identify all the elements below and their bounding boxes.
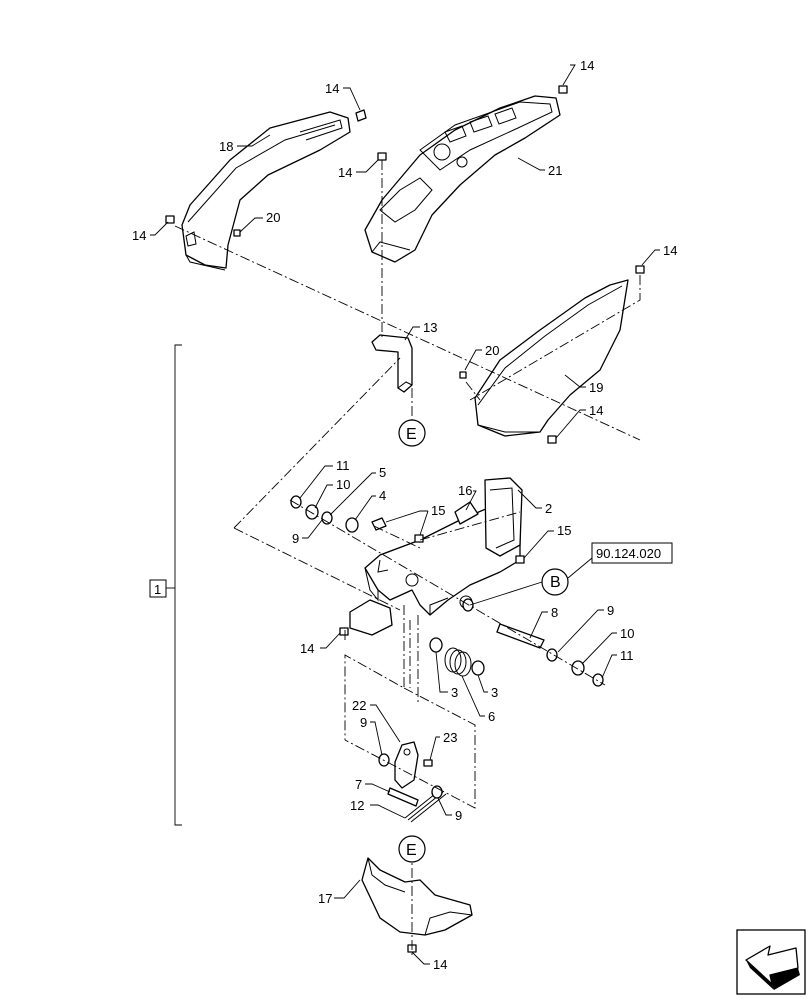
reference-box (567, 542, 673, 579)
callout-9: 9 (455, 808, 462, 823)
part-16-pad (454, 501, 479, 525)
arrow-direction-icon[interactable] (736, 929, 806, 995)
view-marker-b (469, 568, 569, 606)
callout-numbers: 14 18 14 14 21 14 20 14 13 20 19 14 11 1… (132, 58, 677, 972)
marker-b-label: B (550, 574, 561, 591)
callout-14: 14 (300, 641, 314, 656)
callout-20: 20 (266, 210, 280, 225)
callout-22: 22 (352, 698, 366, 713)
assembly-1-bracket (149, 344, 182, 826)
callout-23: 23 (443, 730, 457, 745)
callout-15: 15 (557, 523, 571, 538)
assembly-number: 1 (154, 582, 161, 597)
callout-14: 14 (580, 58, 594, 73)
part-2-pedal-bracket (349, 477, 523, 636)
callout-9: 9 (292, 531, 299, 546)
callout-20: 20 (485, 343, 499, 358)
view-marker-e-top (398, 419, 426, 447)
part-13-bracket (371, 334, 413, 393)
callout-18: 18 (219, 139, 233, 154)
reference-number[interactable]: 90.124.020 (596, 546, 661, 561)
part-18-left-panel (181, 111, 351, 271)
callout-15: 15 (431, 503, 445, 518)
callout-7: 7 (355, 777, 362, 792)
callout-11: 11 (620, 648, 634, 663)
assembly-lines (174, 160, 641, 955)
callout-12: 12 (350, 798, 364, 813)
leader-lines (150, 64, 660, 965)
part-21-right-console (364, 95, 561, 263)
part-22-lever (387, 741, 419, 807)
marker-e-top-label: E (406, 426, 417, 443)
callout-14: 14 (338, 165, 352, 180)
callout-14: 14 (433, 957, 447, 972)
callout-3: 3 (491, 685, 498, 700)
callout-6: 6 (488, 709, 495, 724)
callout-13: 13 (423, 320, 437, 335)
callout-2: 2 (545, 501, 552, 516)
callout-10: 10 (336, 477, 350, 492)
callout-16: 16 (458, 483, 472, 498)
callout-9: 9 (607, 603, 614, 618)
screws (165, 85, 645, 953)
callout-14: 14 (663, 243, 677, 258)
part-19-right-panel (474, 279, 629, 437)
callout-9: 9 (360, 715, 367, 730)
view-marker-e-bottom (398, 835, 426, 863)
callout-4: 4 (379, 488, 386, 503)
callout-11: 11 (336, 458, 350, 473)
callout-19: 19 (589, 380, 603, 395)
part-8-pin (496, 623, 545, 649)
callout-5: 5 (379, 465, 386, 480)
callout-21: 21 (548, 163, 562, 178)
callout-3: 3 (451, 685, 458, 700)
callout-10: 10 (620, 626, 634, 641)
callout-14: 14 (132, 228, 146, 243)
callout-17: 17 (318, 891, 332, 906)
marker-e-bottom-label: E (406, 842, 417, 859)
callout-8: 8 (551, 605, 558, 620)
part-6-spring (444, 647, 472, 677)
callout-14: 14 (325, 81, 339, 96)
callout-14: 14 (589, 403, 603, 418)
part-17-lower-cover (361, 857, 473, 936)
